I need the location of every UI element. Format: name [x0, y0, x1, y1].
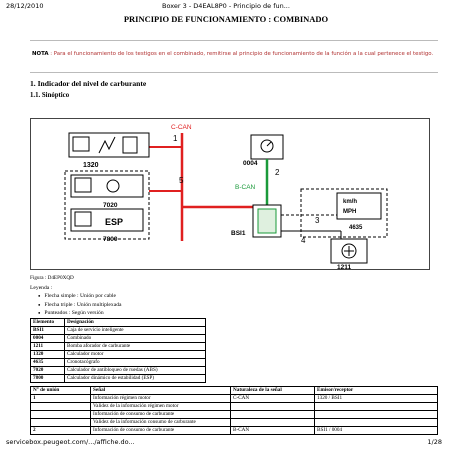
legend-item: Punteados : Según versión — [38, 309, 121, 317]
component-bsi1: BSI1 — [231, 204, 282, 238]
divider — [30, 40, 438, 41]
figure-caption: Figura : D4EP0XQD — [30, 275, 74, 281]
svg-text:3: 3 — [315, 216, 320, 225]
link-label: 1 — [173, 134, 178, 143]
page-number: 1/28 — [427, 438, 442, 446]
legend-item: Flecha triple : Unión multiplexada — [38, 301, 121, 309]
links-table: N° de unión Señal Naturaleza de la señal… — [30, 386, 438, 435]
table-row: Validez de la información consumo de car… — [30, 418, 438, 427]
component-7800: ESP 7800 — [70, 208, 144, 243]
legend-item: Flecha simple : Unión por cable — [38, 292, 121, 300]
print-title: Boxer 3 - D4EAL8P0 - Principio de fun... — [162, 2, 290, 10]
table-header-row: N° de unión Señal Naturaleza de la señal… — [30, 386, 438, 395]
svg-text:BSI1: BSI1 — [231, 230, 246, 237]
divider — [30, 72, 438, 73]
note-text: : Para el funcionamiento de los testigos… — [48, 51, 434, 57]
svg-text:km/h: km/h — [343, 199, 357, 205]
component-1320: 1320 — [68, 132, 150, 169]
svg-text:MPH: MPH — [343, 209, 356, 215]
note-paragraph: NOTA : Para el funcionamiento de los tes… — [32, 50, 436, 58]
optional-group — [300, 188, 388, 238]
footer-url: servicebox.peugeot.com/.../affiche.do... — [6, 438, 135, 446]
svg-text:1320: 1320 — [83, 162, 99, 169]
subsection-heading: 1.1. Sinóptico — [30, 92, 70, 99]
optional-group — [64, 170, 150, 240]
note-label: NOTA — [32, 51, 49, 57]
svg-text:0004: 0004 — [243, 160, 258, 167]
svg-text:ESP: ESP — [105, 217, 123, 227]
document-title: PRINCIPIO DE FUNCIONAMIENTO : COMBINADO — [123, 14, 329, 24]
link-label: 5 — [179, 176, 184, 185]
synoptic-diagram: C-CAN 5 1 1320 7020 ESP 7800 0004 B-CAN … — [30, 118, 430, 270]
table-header-row: Elemento Designación — [30, 318, 206, 327]
svg-text:7020: 7020 — [103, 202, 118, 209]
b-can-label: B-CAN — [235, 184, 256, 191]
legend-title: Leyenda : — [30, 285, 53, 291]
svg-text:4635: 4635 — [349, 225, 363, 231]
table-row: Información de consumo de carburante — [30, 410, 438, 419]
component-0004: 0004 — [243, 134, 284, 167]
c-can-label: C-CAN — [171, 124, 192, 131]
table-row: Validez de la información régimen motor — [30, 402, 438, 411]
svg-text:4: 4 — [301, 236, 306, 245]
svg-text:1211: 1211 — [337, 264, 351, 269]
print-date: 28/12/2010 — [6, 2, 44, 10]
legend: Leyenda : Flecha simple : Unión por cabl… — [30, 285, 121, 318]
component-1211: 1211 — [330, 238, 368, 269]
component-7020: 7020 — [70, 174, 144, 209]
section-heading: 1. Indicador del nivel de carburante — [30, 79, 147, 88]
component-4635: km/h MPH 4635 — [336, 192, 382, 231]
svg-text:7800: 7800 — [103, 236, 118, 243]
svg-text:2: 2 — [275, 168, 280, 177]
